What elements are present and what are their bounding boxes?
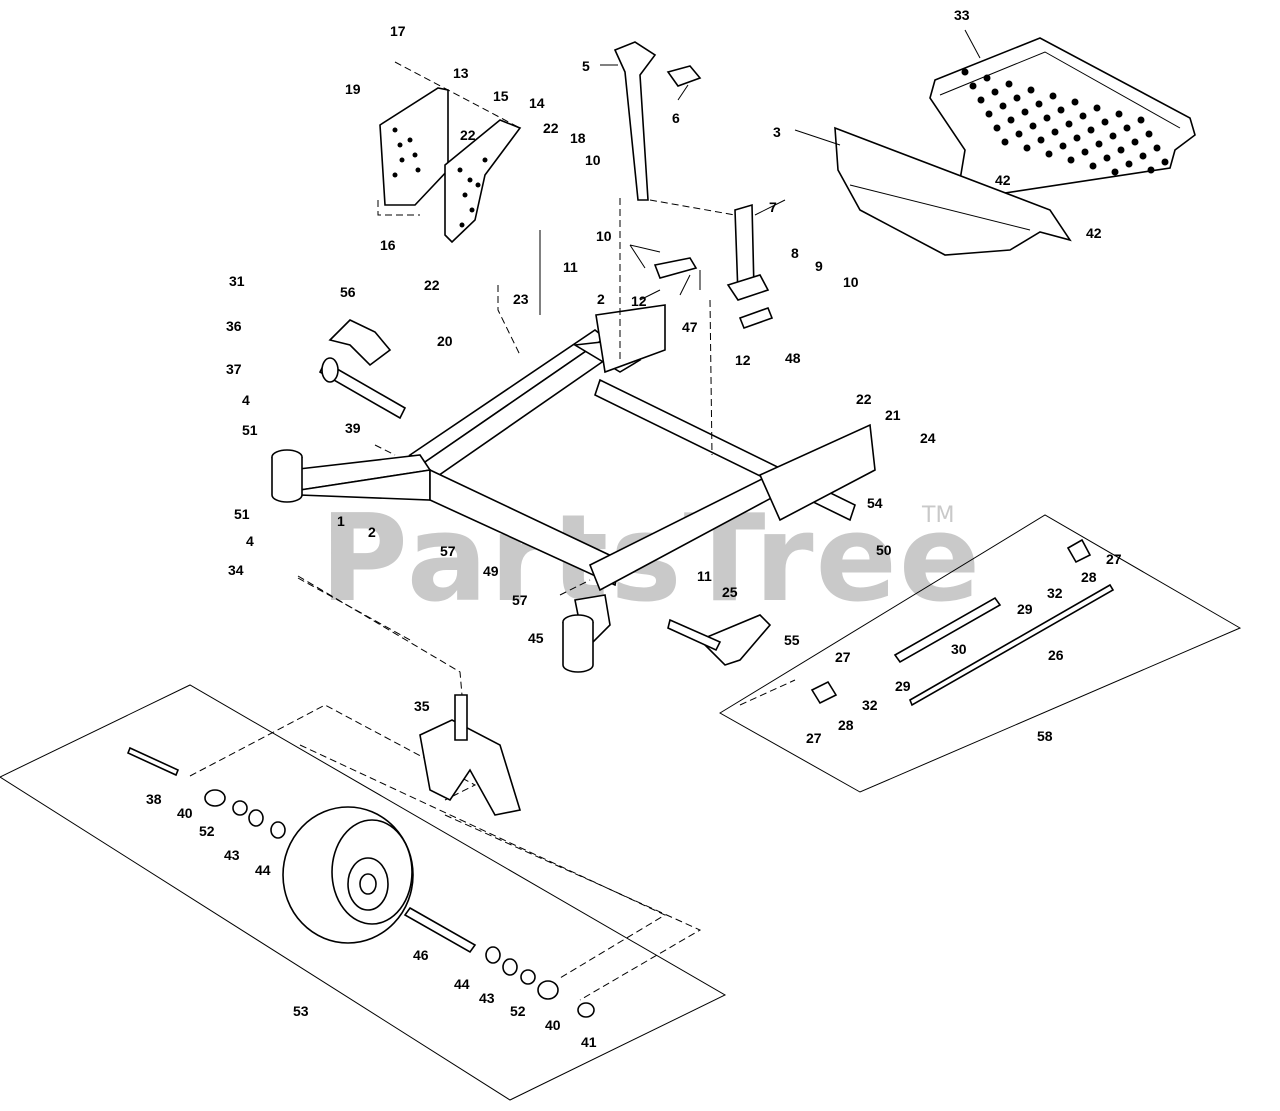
main-frame (271, 304, 876, 673)
callout-10: 10 (585, 152, 601, 168)
callout-8: 8 (791, 245, 799, 261)
callout-48: 48 (785, 350, 801, 366)
callout-27: 27 (1106, 551, 1122, 567)
caster-kit-box (0, 575, 727, 1101)
height-plate-outer (379, 87, 449, 206)
callout-22: 22 (856, 391, 872, 407)
callout-51: 51 (234, 506, 250, 522)
callout-26: 26 (1048, 647, 1064, 663)
callout-21: 21 (885, 407, 901, 423)
callout-20: 20 (437, 333, 453, 349)
callout-47: 47 (682, 319, 698, 335)
callout-12: 12 (631, 293, 647, 309)
idler-arm (667, 614, 772, 666)
callout-43: 43 (224, 847, 240, 863)
leader-lines (297, 29, 981, 706)
callout-35: 35 (414, 698, 430, 714)
callout-22: 22 (543, 120, 559, 136)
callout-49: 49 (483, 563, 499, 579)
links-plates (653, 257, 774, 330)
callout-14: 14 (529, 95, 545, 111)
callout-16: 16 (380, 237, 396, 253)
callout-39: 39 (345, 420, 361, 436)
spring-kit-box (719, 514, 1242, 793)
pivot-bracket (726, 203, 770, 301)
callout-37: 37 (226, 361, 242, 377)
callout-28: 28 (1081, 569, 1097, 585)
floor-pan (834, 126, 1072, 256)
bracket-56 (328, 319, 392, 367)
callout-27: 27 (835, 649, 851, 665)
callout-22: 22 (424, 277, 440, 293)
callout-15: 15 (493, 88, 509, 104)
callout-46: 46 (413, 947, 429, 963)
callout-24: 24 (920, 430, 936, 446)
callout-2: 2 (368, 524, 376, 540)
callout-27: 27 (806, 730, 822, 746)
callout-40: 40 (545, 1017, 561, 1033)
callout-51: 51 (242, 422, 258, 438)
callout-12: 12 (735, 352, 751, 368)
callout-4: 4 (246, 533, 254, 549)
callout-36: 36 (226, 318, 242, 334)
footrest-plate (929, 37, 1196, 197)
callout-34: 34 (228, 562, 244, 578)
callout-40: 40 (177, 805, 193, 821)
lift-pedal (613, 41, 702, 201)
callout-38: 38 (146, 791, 162, 807)
callout-57: 57 (440, 543, 456, 559)
callout-23: 23 (513, 291, 529, 307)
callout-32: 32 (862, 697, 878, 713)
callout-56: 56 (340, 284, 356, 300)
callout-1: 1 (337, 513, 345, 529)
callout-11: 11 (697, 568, 712, 584)
callout-18: 18 (570, 130, 586, 146)
callout-10: 10 (596, 228, 612, 244)
callout-7: 7 (769, 199, 777, 215)
callout-11: 11 (563, 259, 578, 275)
callout-3: 3 (773, 124, 781, 140)
callout-55: 55 (784, 632, 800, 648)
callout-30: 30 (951, 641, 967, 657)
callout-52: 52 (510, 1003, 526, 1019)
height-plate-inner (444, 119, 522, 244)
callout-44: 44 (454, 976, 470, 992)
callout-52: 52 (199, 823, 215, 839)
callout-4: 4 (242, 392, 250, 408)
callout-25: 25 (722, 584, 738, 600)
callout-29: 29 (895, 678, 911, 694)
callout-10: 10 (843, 274, 859, 290)
callout-45: 45 (528, 630, 544, 646)
callout-33: 33 (954, 7, 970, 23)
callout-13: 13 (453, 65, 469, 81)
callout-5: 5 (582, 58, 590, 74)
callout-42: 42 (1086, 225, 1102, 241)
callout-44: 44 (255, 862, 271, 878)
callout-42: 42 (995, 172, 1011, 188)
callout-28: 28 (838, 717, 854, 733)
callout-22: 22 (460, 127, 476, 143)
callout-32: 32 (1047, 585, 1063, 601)
callout-17: 17 (390, 23, 406, 39)
callout-43: 43 (479, 990, 495, 1006)
callout-2: 2 (597, 291, 605, 307)
callout-9: 9 (815, 258, 823, 274)
callout-19: 19 (345, 81, 361, 97)
callout-54: 54 (867, 495, 883, 511)
callout-50: 50 (876, 542, 892, 558)
watermark-trademark: TM (921, 503, 954, 528)
callout-57: 57 (512, 592, 528, 608)
callout-53: 53 (293, 1003, 309, 1019)
callout-58: 58 (1037, 728, 1053, 744)
callout-6: 6 (672, 110, 680, 126)
callout-31: 31 (229, 273, 245, 289)
callout-29: 29 (1017, 601, 1033, 617)
callout-41: 41 (581, 1034, 597, 1050)
